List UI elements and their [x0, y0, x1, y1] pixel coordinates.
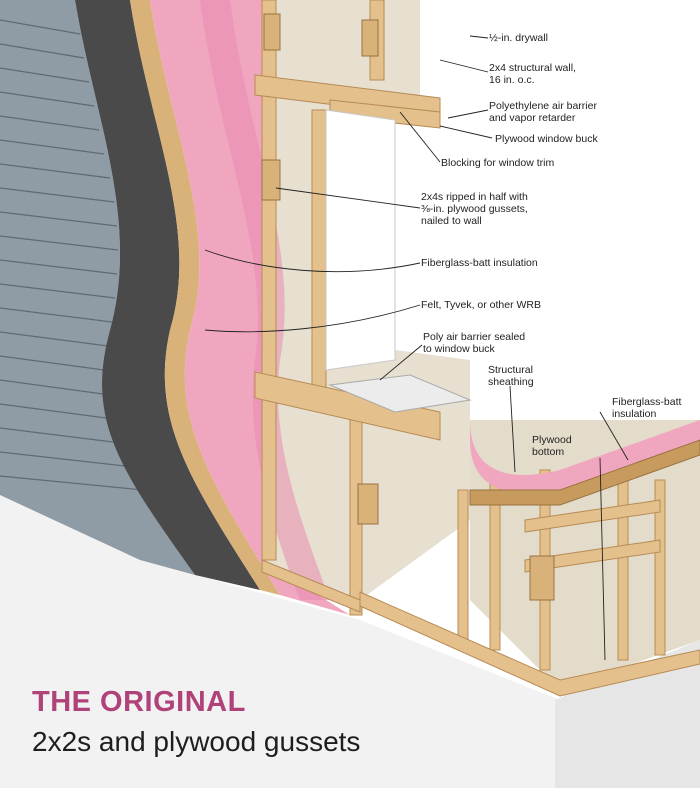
- callout-fiberglass-batt: Fiberglass-batt insulation: [421, 257, 538, 269]
- wrb-layer: [75, 0, 260, 590]
- plates-and-buck: [254, 74, 700, 697]
- floor-surface: [0, 490, 700, 788]
- callout-poly-sealed: Poly air barrier sealed to window buck: [423, 331, 526, 355]
- siding-panel: [0, 0, 195, 575]
- insulation-layer: [150, 0, 350, 615]
- callout-structural-sheathing: Structural sheathing: [488, 364, 534, 388]
- title-subtitle: 2x2s and plywood gussets: [32, 726, 361, 757]
- callout-plywood-bottom: Plywood bottom: [532, 434, 572, 458]
- callout-ripped-2x4s: 2x4s ripped in half with ⅜-in. plywood g…: [421, 191, 528, 227]
- callout-leaders: [204, 35, 629, 661]
- window-opening: [325, 109, 396, 371]
- callout-fiberglass-batt-2: Fiberglass-batt insulation: [612, 396, 682, 420]
- callout-window-buck: Plywood window buck: [495, 133, 598, 145]
- callout-drywall: ½-in. drywall: [489, 32, 548, 44]
- sheathing-edge: [130, 0, 280, 595]
- plywood-gussets: [261, 13, 555, 601]
- foundation-face: [555, 640, 700, 788]
- corner-insulation: [470, 420, 700, 494]
- callout-wrb: Felt, Tyvek, or other WRB: [421, 299, 542, 311]
- callout-structural-wall: 2x4 structural wall, 16 in. o.c.: [489, 62, 576, 86]
- plywood-bottom: [469, 439, 700, 506]
- title-main: THE ORIGINAL: [32, 686, 246, 718]
- callout-blocking: Blocking for window trim: [441, 157, 555, 169]
- siding-laps: [0, 19, 144, 491]
- window-sill-poly: [328, 374, 472, 413]
- callout-air-barrier: Polyethylene air barrier and vapor retar…: [489, 100, 597, 124]
